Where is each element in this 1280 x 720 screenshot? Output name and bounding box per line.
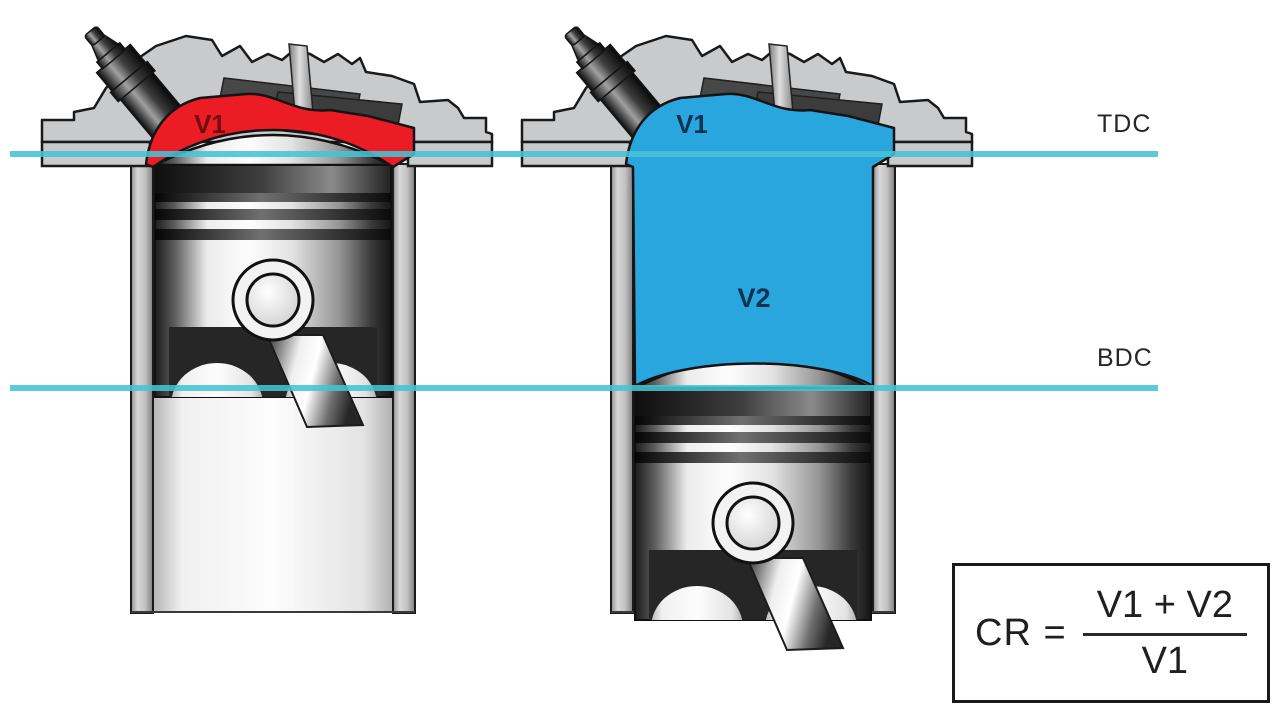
- left-engine: V1: [40, 14, 494, 615]
- formula-denominator: V1: [1141, 639, 1189, 682]
- bdc-label: BDC: [1097, 344, 1153, 372]
- v1-label-right: V1: [676, 109, 708, 139]
- tdc-label: TDC: [1097, 110, 1152, 138]
- clearance-volume-v1-red: [144, 92, 416, 169]
- formula-lhs: CR =: [975, 611, 1067, 654]
- formula-box: CR = V1 + V2 V1: [952, 563, 1270, 703]
- formula-numerator: V1 + V2: [1082, 584, 1247, 636]
- right-engine: V1 V2: [520, 14, 974, 670]
- right-piston: [635, 358, 871, 670]
- bdc-line: [10, 385, 1158, 391]
- v2-label: V2: [737, 283, 770, 313]
- v1-label-left: V1: [194, 109, 226, 139]
- tdc-line: [10, 151, 1158, 157]
- formula-fraction: V1 + V2 V1: [1082, 584, 1247, 683]
- total-volume-blue: [624, 92, 896, 388]
